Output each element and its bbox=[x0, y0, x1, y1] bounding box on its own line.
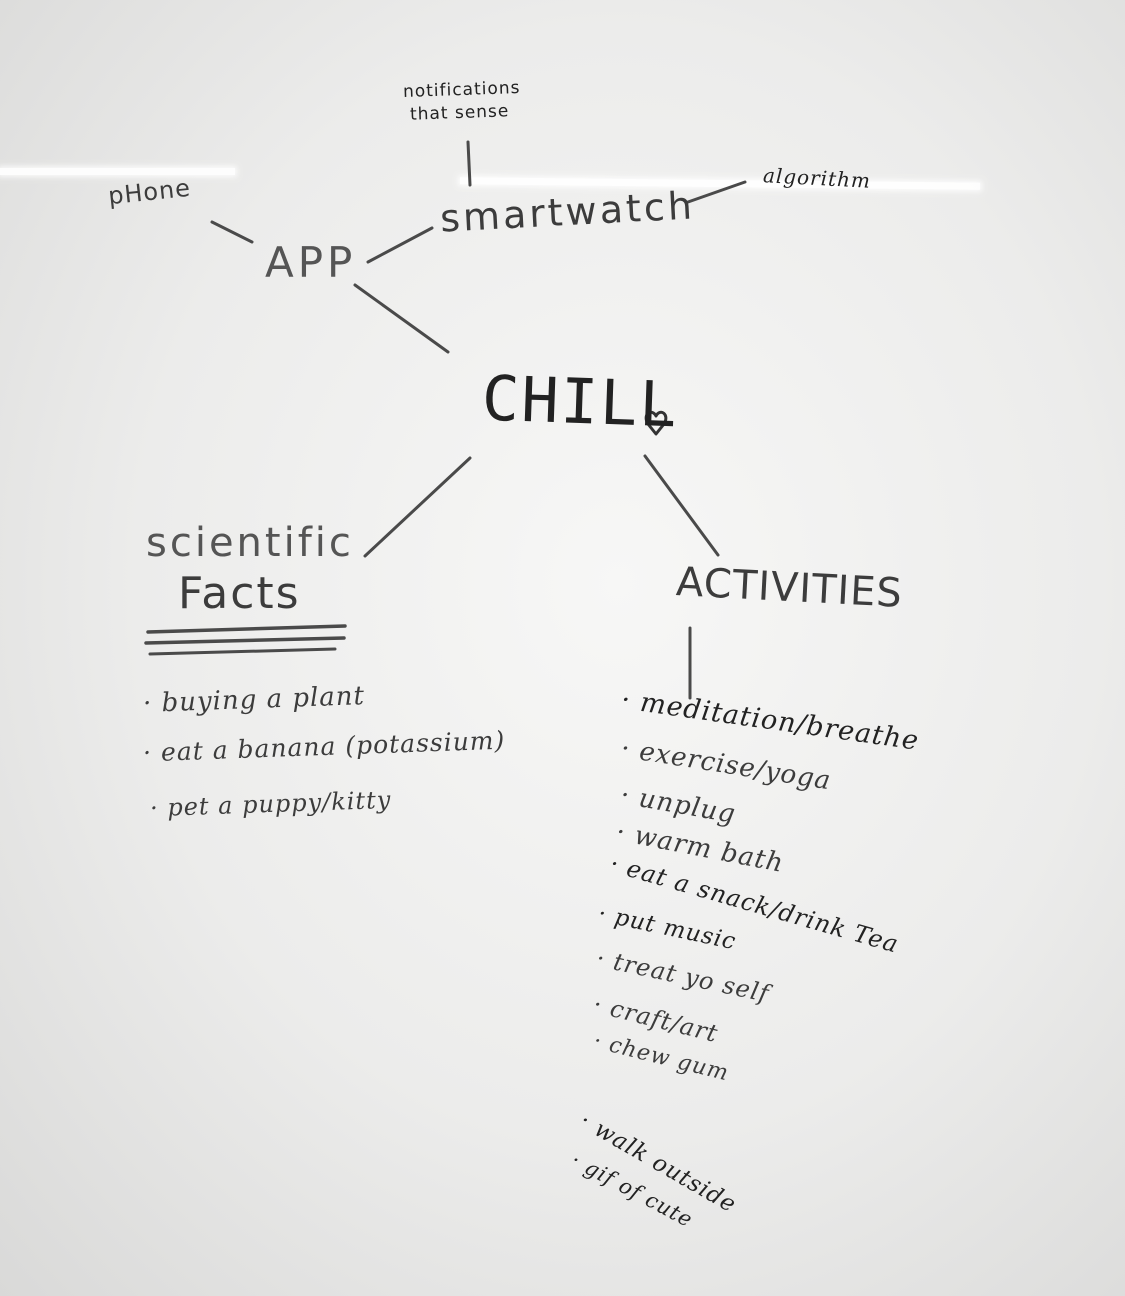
center-topic-chill: CHILL bbox=[480, 361, 680, 442]
notifications-label-line1: notifications bbox=[402, 77, 521, 103]
scientific-facts-title-line2: Facts bbox=[178, 568, 301, 619]
scientific-facts-title-line1: scientific bbox=[146, 520, 354, 566]
heart-icon bbox=[644, 410, 668, 436]
app-label: APP bbox=[265, 238, 357, 287]
notifications-label-line2: that sense bbox=[409, 101, 510, 125]
glare-strip-left bbox=[0, 168, 235, 175]
